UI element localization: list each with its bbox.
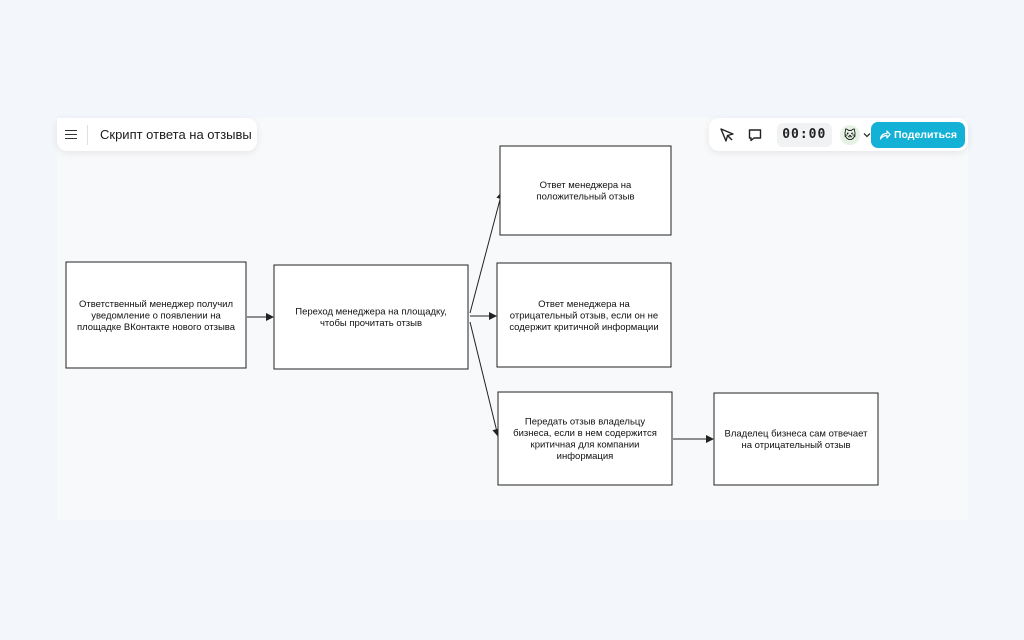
comment-icon bbox=[748, 128, 761, 141]
header-divider bbox=[87, 124, 88, 145]
node-box[interactable] bbox=[65, 261, 247, 369]
node-box[interactable] bbox=[496, 262, 672, 368]
node-label-line: бизнеса, если в нем содержится bbox=[513, 428, 657, 439]
menu-button[interactable] bbox=[57, 118, 85, 151]
edge-n2-n5[interactable] bbox=[469, 321, 501, 437]
node-box[interactable] bbox=[497, 391, 673, 486]
node-label-line: на отрицательный отзыв bbox=[741, 440, 850, 451]
node-label-line: Владелец бизнеса сам отвечает bbox=[725, 429, 869, 440]
node-box[interactable] bbox=[273, 264, 469, 370]
board-title[interactable]: Скрипт ответа на отзывы bbox=[100, 127, 252, 142]
edge-n2-n3[interactable] bbox=[469, 191, 505, 314]
node-label-line: Передать отзыв владельцу bbox=[525, 417, 645, 428]
share-button[interactable]: Поделиться bbox=[870, 121, 965, 148]
user-menu[interactable]: 🐱 bbox=[839, 124, 871, 145]
node-label-line: информация bbox=[557, 451, 614, 462]
node-box[interactable] bbox=[713, 392, 879, 486]
comment-tool-button[interactable] bbox=[743, 123, 767, 147]
node-label-line: отрицательный отзыв, если он не bbox=[510, 310, 658, 321]
timer-display[interactable]: 00:00 bbox=[776, 122, 832, 147]
node-label-line: Ответ менеджера на bbox=[540, 180, 632, 191]
chevron-down-icon bbox=[863, 132, 871, 137]
share-label: Поделиться bbox=[893, 128, 957, 141]
node-label-line: содержит критичной информации bbox=[509, 322, 658, 333]
node-label-line: Ответственный менеджер получил bbox=[79, 299, 233, 310]
share-arrow-icon bbox=[879, 129, 891, 140]
node-label-line: площадке ВКонтакте нового отзыва bbox=[77, 322, 236, 333]
node-label-line: критичная для компании bbox=[531, 440, 640, 451]
node-box[interactable] bbox=[499, 145, 672, 236]
node-label-line: Переход менеджера на площадку, bbox=[295, 307, 447, 318]
board-header: Скрипт ответа на отзывы bbox=[57, 118, 257, 151]
cursor-icon bbox=[720, 127, 734, 142]
node-label-line: уведомление о появлении на bbox=[91, 310, 221, 321]
board-toolbar: 00:00 🐱 Поделиться bbox=[709, 118, 968, 151]
node-label-line: положительный отзыв bbox=[536, 192, 634, 203]
node-n2[interactable]: Переход менеджера на площадку,чтобы проч… bbox=[273, 264, 469, 370]
node-label-line: Ответ менеджера на bbox=[538, 299, 630, 310]
avatar: 🐱 bbox=[839, 124, 860, 145]
menu-icon bbox=[65, 129, 77, 140]
node-label: Переход менеджера на площадку,чтобы проч… bbox=[295, 307, 447, 330]
select-tool-button[interactable] bbox=[715, 123, 739, 147]
node-label-line: чтобы прочитать отзыв bbox=[320, 318, 422, 329]
